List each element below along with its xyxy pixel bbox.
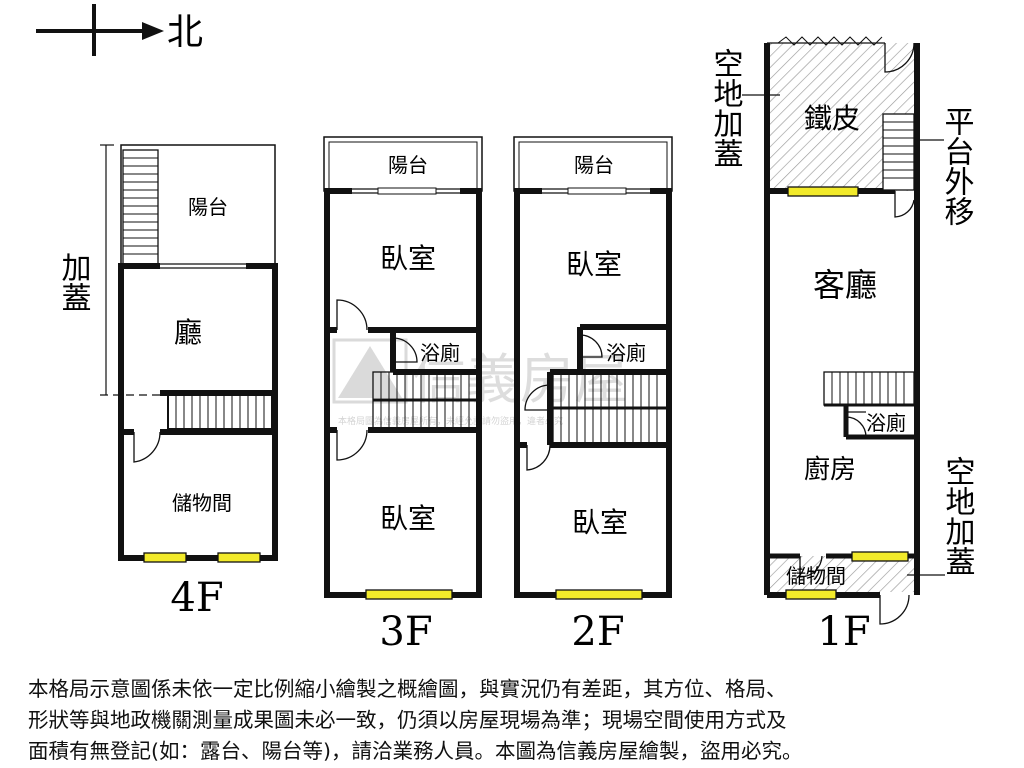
disclaimer-line: 本格局示意圖係未依一定比例縮小繪製之概繪圖，與實況仍有差距，其方位、格局、 xyxy=(28,677,787,701)
room-label-balcony: 陽台 xyxy=(188,195,228,219)
stair-icon xyxy=(122,149,159,265)
floor-label-2f: 2F xyxy=(571,609,624,655)
floor-label-4f: 4F xyxy=(170,575,223,621)
window-icon xyxy=(555,589,643,600)
annotation-open-space-top: 空地加蓋 xyxy=(708,48,744,168)
annotation-platform-moved: 平台外移 xyxy=(939,106,975,226)
room-label-living-room: 客廳 xyxy=(813,266,877,304)
annotation-addition: 加蓋 xyxy=(56,252,92,312)
door-icon xyxy=(799,555,823,578)
floor-3f: 陽台 臥室 浴廁 臥室 3F xyxy=(323,136,483,655)
floor-plan-diagram: 北 信義房屋 本格局圖為信義房屋所有，未經允許請勿盜用，違者必究 xyxy=(36,4,976,655)
floor-2f: 陽台 臥室 浴廁 臥室 2F xyxy=(513,136,673,655)
stair-icon xyxy=(167,392,273,430)
room-label-bath: 浴廁 xyxy=(606,341,646,365)
disclaimer-line: 形狀等與地政機關測量成果圖未必一致，仍須以房屋現場為準；現場空間使用方式及 xyxy=(28,708,787,732)
disclaimer-text: 本格局示意圖係未依一定比例縮小繪製之概繪圖，與實況仍有差距，其方位、格局、 形狀… xyxy=(28,674,1008,767)
addition-dimension-line xyxy=(100,144,166,396)
stair-icon xyxy=(552,373,668,444)
door-icon xyxy=(845,416,867,438)
door-icon xyxy=(336,299,368,331)
window-icon xyxy=(143,552,187,563)
door-icon xyxy=(879,594,910,625)
storage-hatch xyxy=(770,556,914,592)
floor-label-1f: 1F xyxy=(817,609,870,655)
door-icon xyxy=(894,191,915,218)
room-label-hall: 廳 xyxy=(174,316,202,349)
room-label-bedroom-top: 臥室 xyxy=(380,242,436,275)
door-icon xyxy=(524,384,551,411)
door-icon xyxy=(336,429,368,461)
window-icon xyxy=(217,552,261,563)
door-icon xyxy=(392,337,418,363)
door-icon xyxy=(526,444,551,471)
room-label-storage: 儲物間 xyxy=(172,491,232,515)
room-label-storage: 儲物間 xyxy=(786,564,846,588)
room-label-bedroom-bottom: 臥室 xyxy=(380,502,436,535)
room-label-bath: 浴廁 xyxy=(866,411,906,435)
north-arrow-icon xyxy=(142,22,164,40)
watermark-notice: 本格局圖為信義房屋所有，未經允許請勿盜用，違者必究 xyxy=(338,415,563,427)
room-label-balcony: 陽台 xyxy=(574,153,614,177)
door-icon xyxy=(884,42,915,73)
stair-icon xyxy=(372,371,478,429)
door-icon xyxy=(133,431,161,463)
disclaimer-line: 面積有無登記(如：露台、陽台等)，請洽業務人員。本圖為信義房屋繪製，盜用必究。 xyxy=(28,739,803,763)
floor-4f: 加蓋 陽台 廳 儲物間 4F xyxy=(56,144,278,621)
window-icon xyxy=(851,551,909,562)
window-icon xyxy=(787,186,859,197)
room-label-kitchen: 廚房 xyxy=(804,455,856,485)
north-label: 北 xyxy=(167,12,203,53)
compass: 北 xyxy=(36,4,203,56)
window-icon xyxy=(785,589,837,600)
floor-label-3f: 3F xyxy=(379,609,432,655)
room-label-balcony: 陽台 xyxy=(388,153,428,177)
stair-icon xyxy=(823,371,915,406)
room-label-bedroom-top: 臥室 xyxy=(566,248,622,281)
door-icon xyxy=(579,334,603,358)
room-label-bath: 浴廁 xyxy=(420,341,460,365)
annotation-open-space-bottom: 空地加蓋 xyxy=(940,456,976,576)
room-label-iron-roof: 鐵皮 xyxy=(804,102,860,135)
floor-1f: 鐵皮 客廳 浴廁 廚房 儲物間 1F 空地加蓋 平台外移 空地加蓋 xyxy=(708,36,976,655)
window-icon xyxy=(365,589,453,600)
room-label-bedroom-bottom: 臥室 xyxy=(572,506,628,539)
stair-icon xyxy=(882,113,915,191)
